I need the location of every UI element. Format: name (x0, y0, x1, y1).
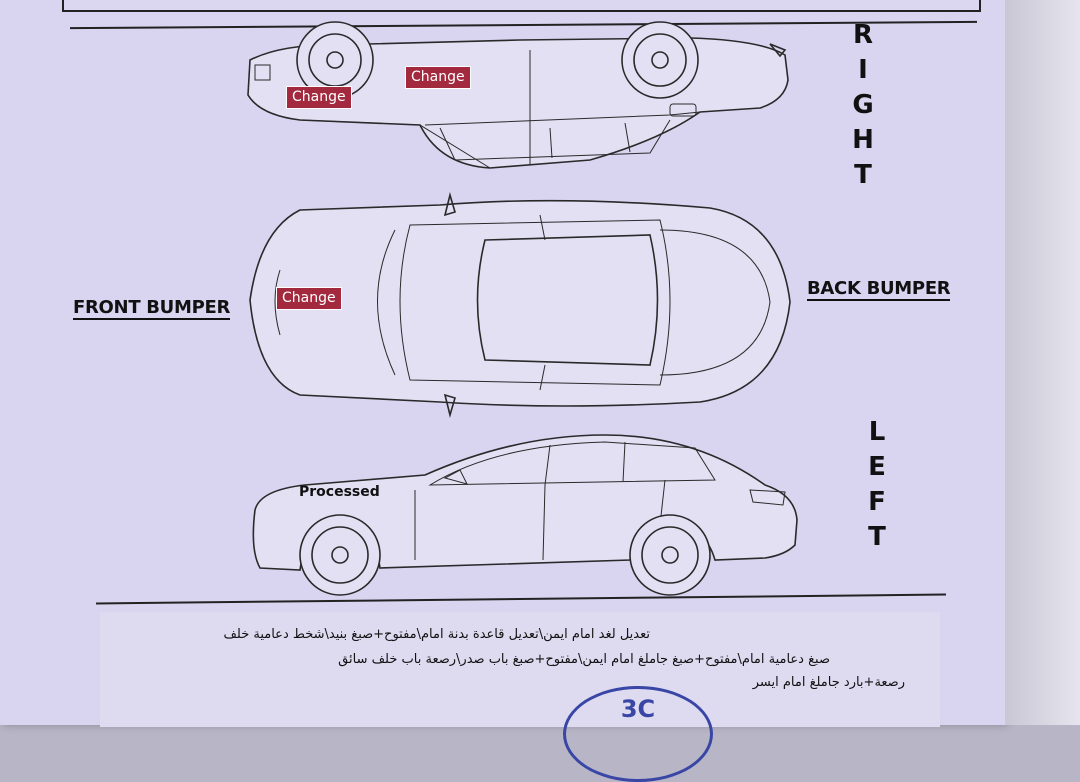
inspection-notes: تعديل لغد امام ايمن\تعديل قاعدة بدنة اما… (100, 612, 940, 727)
left-letter: L (868, 417, 886, 447)
left-letter: T (868, 522, 886, 552)
left-letter: F (868, 487, 886, 517)
car-right-side-view (247, 21, 789, 169)
car-left-side-view (252, 434, 798, 596)
right-letter: R (852, 20, 874, 50)
change-tag-hood: Change (276, 287, 342, 310)
right-letter: G (852, 90, 874, 120)
back-bumper-label: BACK BUMPER (807, 278, 951, 301)
change-tag-right-rear: Change (286, 86, 352, 109)
processed-label: Processed (299, 484, 380, 500)
right-letter: I (858, 55, 868, 85)
right-side-label: R I G H T (848, 18, 878, 193)
note-line-1: تعديل لغد امام ايمن\تعديل قاعدة بدنة اما… (223, 627, 650, 642)
page-edge (1005, 0, 1080, 725)
right-letter: T (854, 160, 872, 190)
note-line-3: رصعة+بارد جاملغ امام ايسر (752, 675, 905, 690)
company-stamp: 3C (563, 686, 713, 782)
left-side-label: L E F T (862, 415, 892, 555)
car-top-view (249, 191, 791, 419)
header-box (62, 0, 981, 12)
left-letter: E (868, 452, 886, 482)
note-line-2: صبغ دعامية امام\مفتوح+صبغ جاملغ امام ايم… (338, 652, 830, 667)
front-bumper-label: FRONT BUMPER (73, 297, 231, 320)
stamp-text: 3C (620, 695, 656, 723)
right-letter: H (852, 125, 874, 155)
change-tag-right-door: Change (405, 66, 471, 89)
